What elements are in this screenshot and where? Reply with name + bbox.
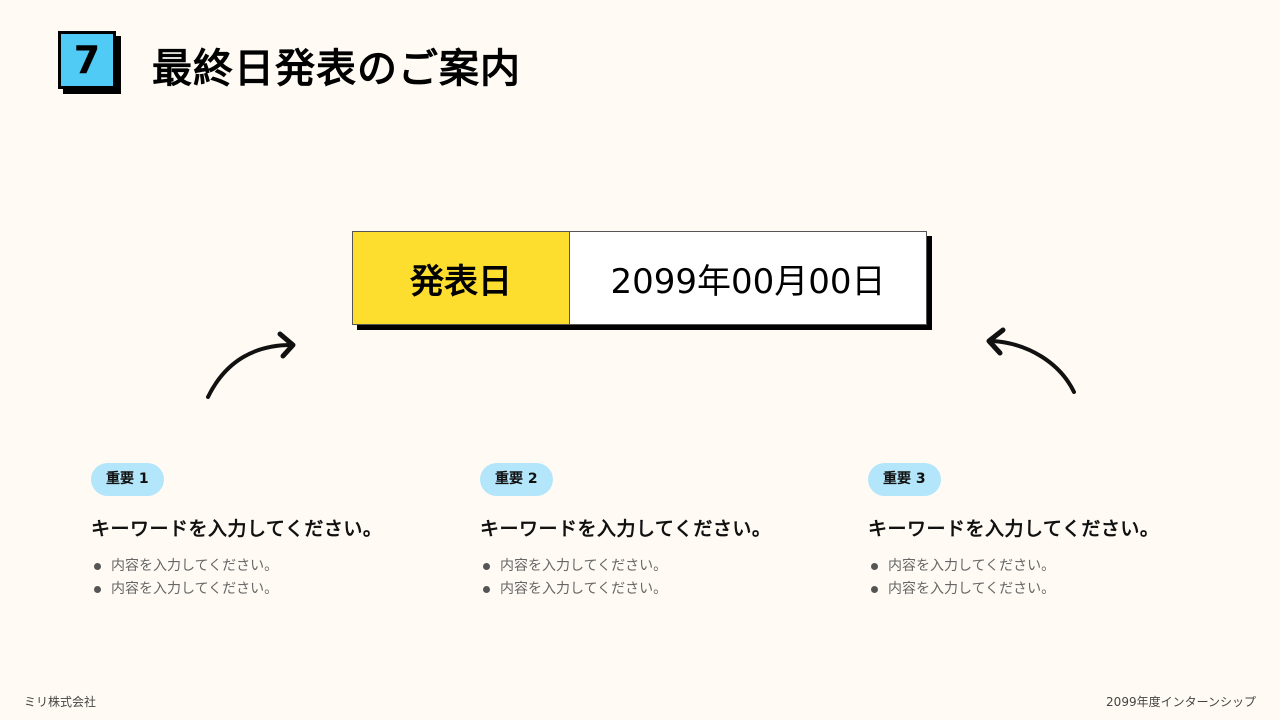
curved-arrow-left-icon <box>986 327 1076 394</box>
bullet-list: 内容を入力してください。 内容を入力してください。 <box>91 555 431 601</box>
bullet-list: 内容を入力してください。 内容を入力してください。 <box>480 555 820 601</box>
page-title: 最終日発表のご案内 <box>152 46 521 92</box>
card-heading: キーワードを入力してください。 <box>91 518 383 540</box>
bullet-dot-icon <box>483 563 490 570</box>
date-value: 2099年00月00日 <box>610 261 886 302</box>
date-label: 発表日 <box>353 232 570 324</box>
bullet-text: 内容を入力してください。 <box>500 581 668 597</box>
card-heading: キーワードを入力してください。 <box>480 518 772 540</box>
importance-tag: 重要 2 <box>480 463 553 496</box>
bullet-item: 内容を入力してください。 <box>868 578 1208 601</box>
bullet-item: 内容を入力してください。 <box>480 555 820 578</box>
bullet-dot-icon <box>871 563 878 570</box>
point-card-1: 重要 1 キーワードを入力してください。 内容を入力してください。 内容を入力し… <box>91 463 431 601</box>
importance-tag: 重要 3 <box>868 463 941 496</box>
footer-program: 2099年度インターンシップ <box>1106 695 1256 709</box>
bullet-text: 内容を入力してください。 <box>888 558 1056 574</box>
bullet-text: 内容を入力してください。 <box>111 558 279 574</box>
point-card-2: 重要 2 キーワードを入力してください。 内容を入力してください。 内容を入力し… <box>480 463 820 601</box>
point-card-3: 重要 3 キーワードを入力してください。 内容を入力してください。 内容を入力し… <box>868 463 1208 601</box>
bullet-item: 内容を入力してください。 <box>868 555 1208 578</box>
importance-tag: 重要 1 <box>91 463 164 496</box>
bullet-item: 内容を入力してください。 <box>480 578 820 601</box>
bullet-dot-icon <box>94 563 101 570</box>
bullet-dot-icon <box>871 586 878 593</box>
section-number: 7 <box>58 31 116 89</box>
card-heading: キーワードを入力してください。 <box>868 518 1160 540</box>
bullet-text: 内容を入力してください。 <box>500 558 668 574</box>
footer-company: ミリ株式会社 <box>24 695 97 709</box>
bullet-text: 内容を入力してください。 <box>111 581 279 597</box>
date-box-face: 発表日 2099年00月00日 <box>352 231 927 325</box>
section-number-badge: 7 <box>58 31 121 94</box>
bullet-text: 内容を入力してください。 <box>888 581 1056 597</box>
presentation-date-box: 発表日 2099年00月00日 <box>352 231 932 330</box>
bullet-dot-icon <box>94 586 101 593</box>
bullet-dot-icon <box>483 586 490 593</box>
bullet-list: 内容を入力してください。 内容を入力してください。 <box>868 555 1208 601</box>
curved-arrow-right-icon <box>206 331 296 399</box>
bullet-item: 内容を入力してください。 <box>91 578 431 601</box>
bullet-item: 内容を入力してください。 <box>91 555 431 578</box>
